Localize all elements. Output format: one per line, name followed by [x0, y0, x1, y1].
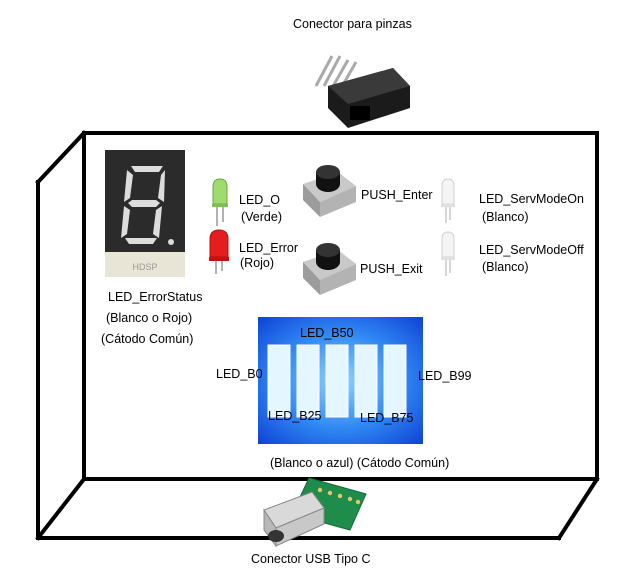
led-b99-label: LED_B99 [418, 369, 472, 383]
left-bottom-edge [35, 476, 87, 541]
led-red [209, 229, 229, 274]
bar-segment [296, 344, 320, 418]
led-b75-label: LED_B75 [360, 411, 414, 425]
led-green [212, 178, 228, 226]
led-b0-label: LED_B0 [216, 367, 263, 381]
push-exit-label: PUSH_Exit [360, 262, 423, 276]
usb-type-c-connector [263, 477, 367, 548]
push-button-exit [303, 243, 356, 295]
led-bar-graph [258, 317, 423, 444]
left-top-edge [35, 130, 87, 185]
push-button-enter [303, 165, 356, 217]
bar-caption-label: (Blanco o azul) (Cátodo Común) [270, 456, 450, 470]
led-servmode-off-label: LED_ServModeOff [479, 243, 584, 257]
svg-text:HDSP: HDSP [132, 262, 157, 272]
front-face [82, 131, 599, 481]
led-o-label: LED_O [239, 193, 280, 207]
pin-header-connector [314, 55, 410, 128]
led-white-servmode-off [441, 231, 455, 276]
bar-segment [383, 344, 407, 418]
led-b50-label: LED_B50 [300, 326, 354, 340]
error-status-label: LED_ErrorStatus [108, 290, 203, 304]
led-servmode-off-color-label: (Blanco) [482, 260, 529, 274]
right-bottom-edge [556, 476, 600, 541]
led-error-color-label: (Rojo) [240, 256, 275, 270]
connector-bottom-label: Conector USB Tipo C [251, 552, 371, 566]
push-enter-label: PUSH_Enter [361, 188, 433, 202]
led-b25-label: LED_B25 [268, 409, 322, 423]
error-status-type-label: (Cátodo Común) [101, 332, 194, 346]
led-error-label: LED_Error [239, 241, 299, 255]
connector-top-label: Conector para pinzas [293, 17, 412, 31]
bar-segment [267, 344, 291, 418]
led-servmode-on-color-label: (Blanco) [482, 210, 529, 224]
bar-segment [325, 344, 349, 418]
led-white-servmode-on [441, 178, 455, 223]
led-o-color-label: (Verde) [241, 210, 282, 224]
seven-segment-display: HDSP [105, 150, 185, 277]
bar-segment [354, 344, 378, 418]
error-status-color-label: (Blanco o Rojo) [106, 311, 193, 325]
led-servmode-on-label: LED_ServModeOn [479, 192, 584, 206]
